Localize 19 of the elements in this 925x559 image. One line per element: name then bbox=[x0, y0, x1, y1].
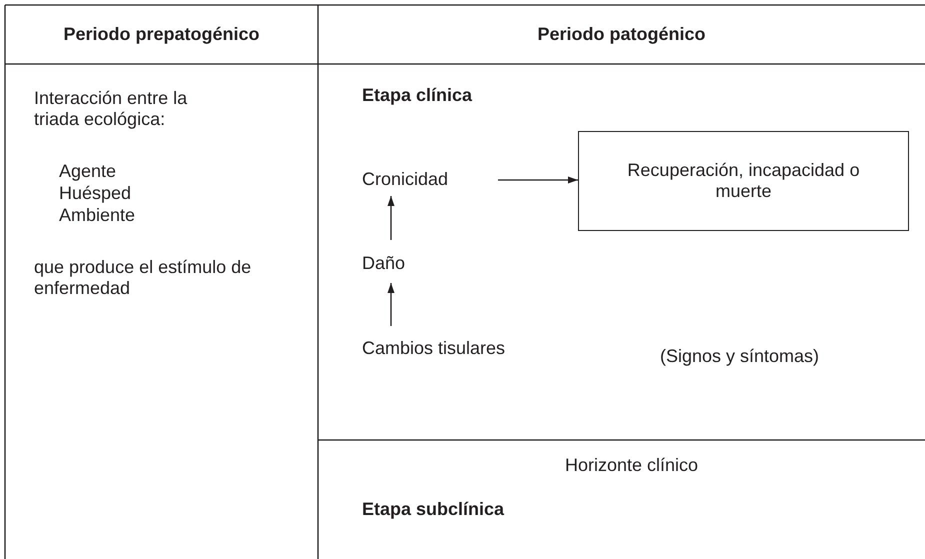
note-text: (Signos y síntomas) bbox=[660, 346, 820, 367]
outcome-text: Recuperación, incapacidad o muerte bbox=[626, 160, 861, 202]
column-heading: Periodo prepatogénico bbox=[62, 24, 261, 45]
column-heading: Periodo patogénico bbox=[536, 24, 706, 45]
arrow bbox=[388, 283, 394, 326]
stage-text: Daño bbox=[362, 253, 406, 273]
description-text: que produce el estímulo de enfermedad bbox=[34, 257, 252, 299]
horizon-label: Horizonte clínico bbox=[565, 455, 698, 476]
stage-text: Cronicidad bbox=[362, 169, 448, 189]
outcome-box bbox=[578, 131, 909, 231]
description-text: Interacción entre la triada ecológica: bbox=[34, 88, 188, 130]
list-item: Ambiente bbox=[59, 205, 136, 226]
list-item: Huésped bbox=[59, 183, 132, 204]
arrow bbox=[388, 196, 394, 240]
section-heading: Etapa subclínica bbox=[362, 499, 504, 520]
list-item: Agente bbox=[59, 161, 116, 182]
section-heading: Etapa clínica bbox=[362, 85, 472, 106]
stage-text: Cambios tisulares bbox=[362, 338, 506, 358]
arrow bbox=[498, 176, 578, 184]
